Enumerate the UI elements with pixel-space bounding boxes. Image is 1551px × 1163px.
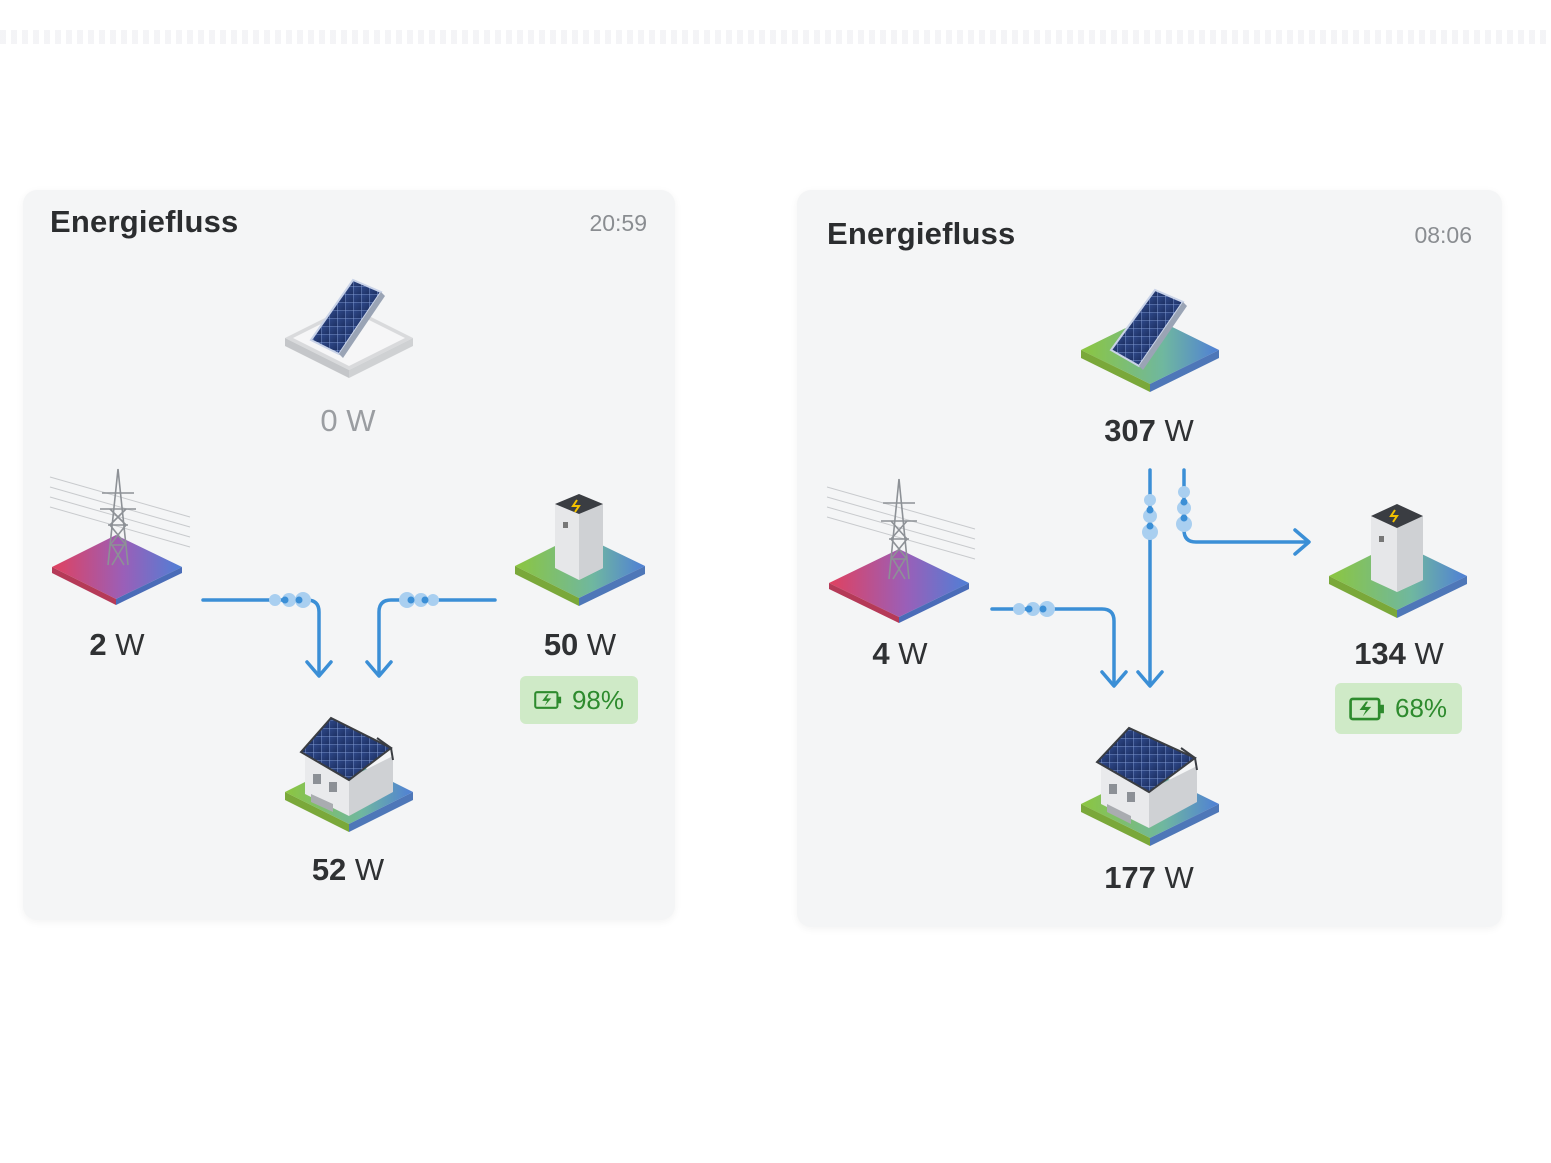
card-title: Energiefluss — [50, 204, 239, 239]
solar-power-value: 0 W — [320, 403, 376, 438]
energy-flow-card: Energiefluss 08:06 307 W 4 W — [797, 190, 1502, 927]
solar-panel-icon — [1081, 288, 1219, 392]
battery-charge-value: 68% — [1395, 693, 1448, 723]
grid-power-value: 2 W — [89, 627, 145, 662]
power-pylon-icon — [49, 468, 191, 605]
card-title: Energiefluss — [827, 216, 1016, 251]
house-icon — [285, 716, 413, 832]
card-time: 20:59 — [589, 210, 647, 236]
battery-power-value: 134 W — [1354, 636, 1444, 671]
battery-power-value: 50 W — [543, 627, 617, 662]
flow-lines — [201, 592, 497, 678]
solar-power-value: 307 W — [1104, 413, 1194, 448]
home-power-value: 52 W — [311, 852, 385, 887]
flow-grid-to-home — [201, 598, 321, 676]
flow-battery-to-home — [377, 598, 497, 676]
home-power-value: 177 W — [1104, 860, 1194, 895]
battery-charging-icon — [1349, 697, 1384, 720]
flow-grid-to-home — [990, 607, 1116, 686]
card-time: 08:06 — [1414, 222, 1472, 248]
battery-charge-badge: 68% — [1335, 683, 1462, 734]
house-icon — [1081, 726, 1219, 846]
top-strip — [0, 30, 1551, 44]
battery-charging-icon — [534, 691, 562, 709]
battery-charge-value: 98% — [571, 684, 624, 715]
power-pylon-icon — [826, 478, 976, 623]
solar-panel-icon — [285, 278, 413, 378]
battery-icon — [1329, 504, 1467, 618]
battery-charge-badge: 98% — [520, 676, 638, 724]
grid-power-value: 4 W — [872, 636, 928, 671]
battery-icon — [515, 494, 645, 606]
energy-flow-card: Energiefluss 20:59 0 W 2 W — [23, 190, 675, 920]
flow-solar-to-battery — [1182, 468, 1309, 544]
flow-lines — [990, 468, 1311, 688]
